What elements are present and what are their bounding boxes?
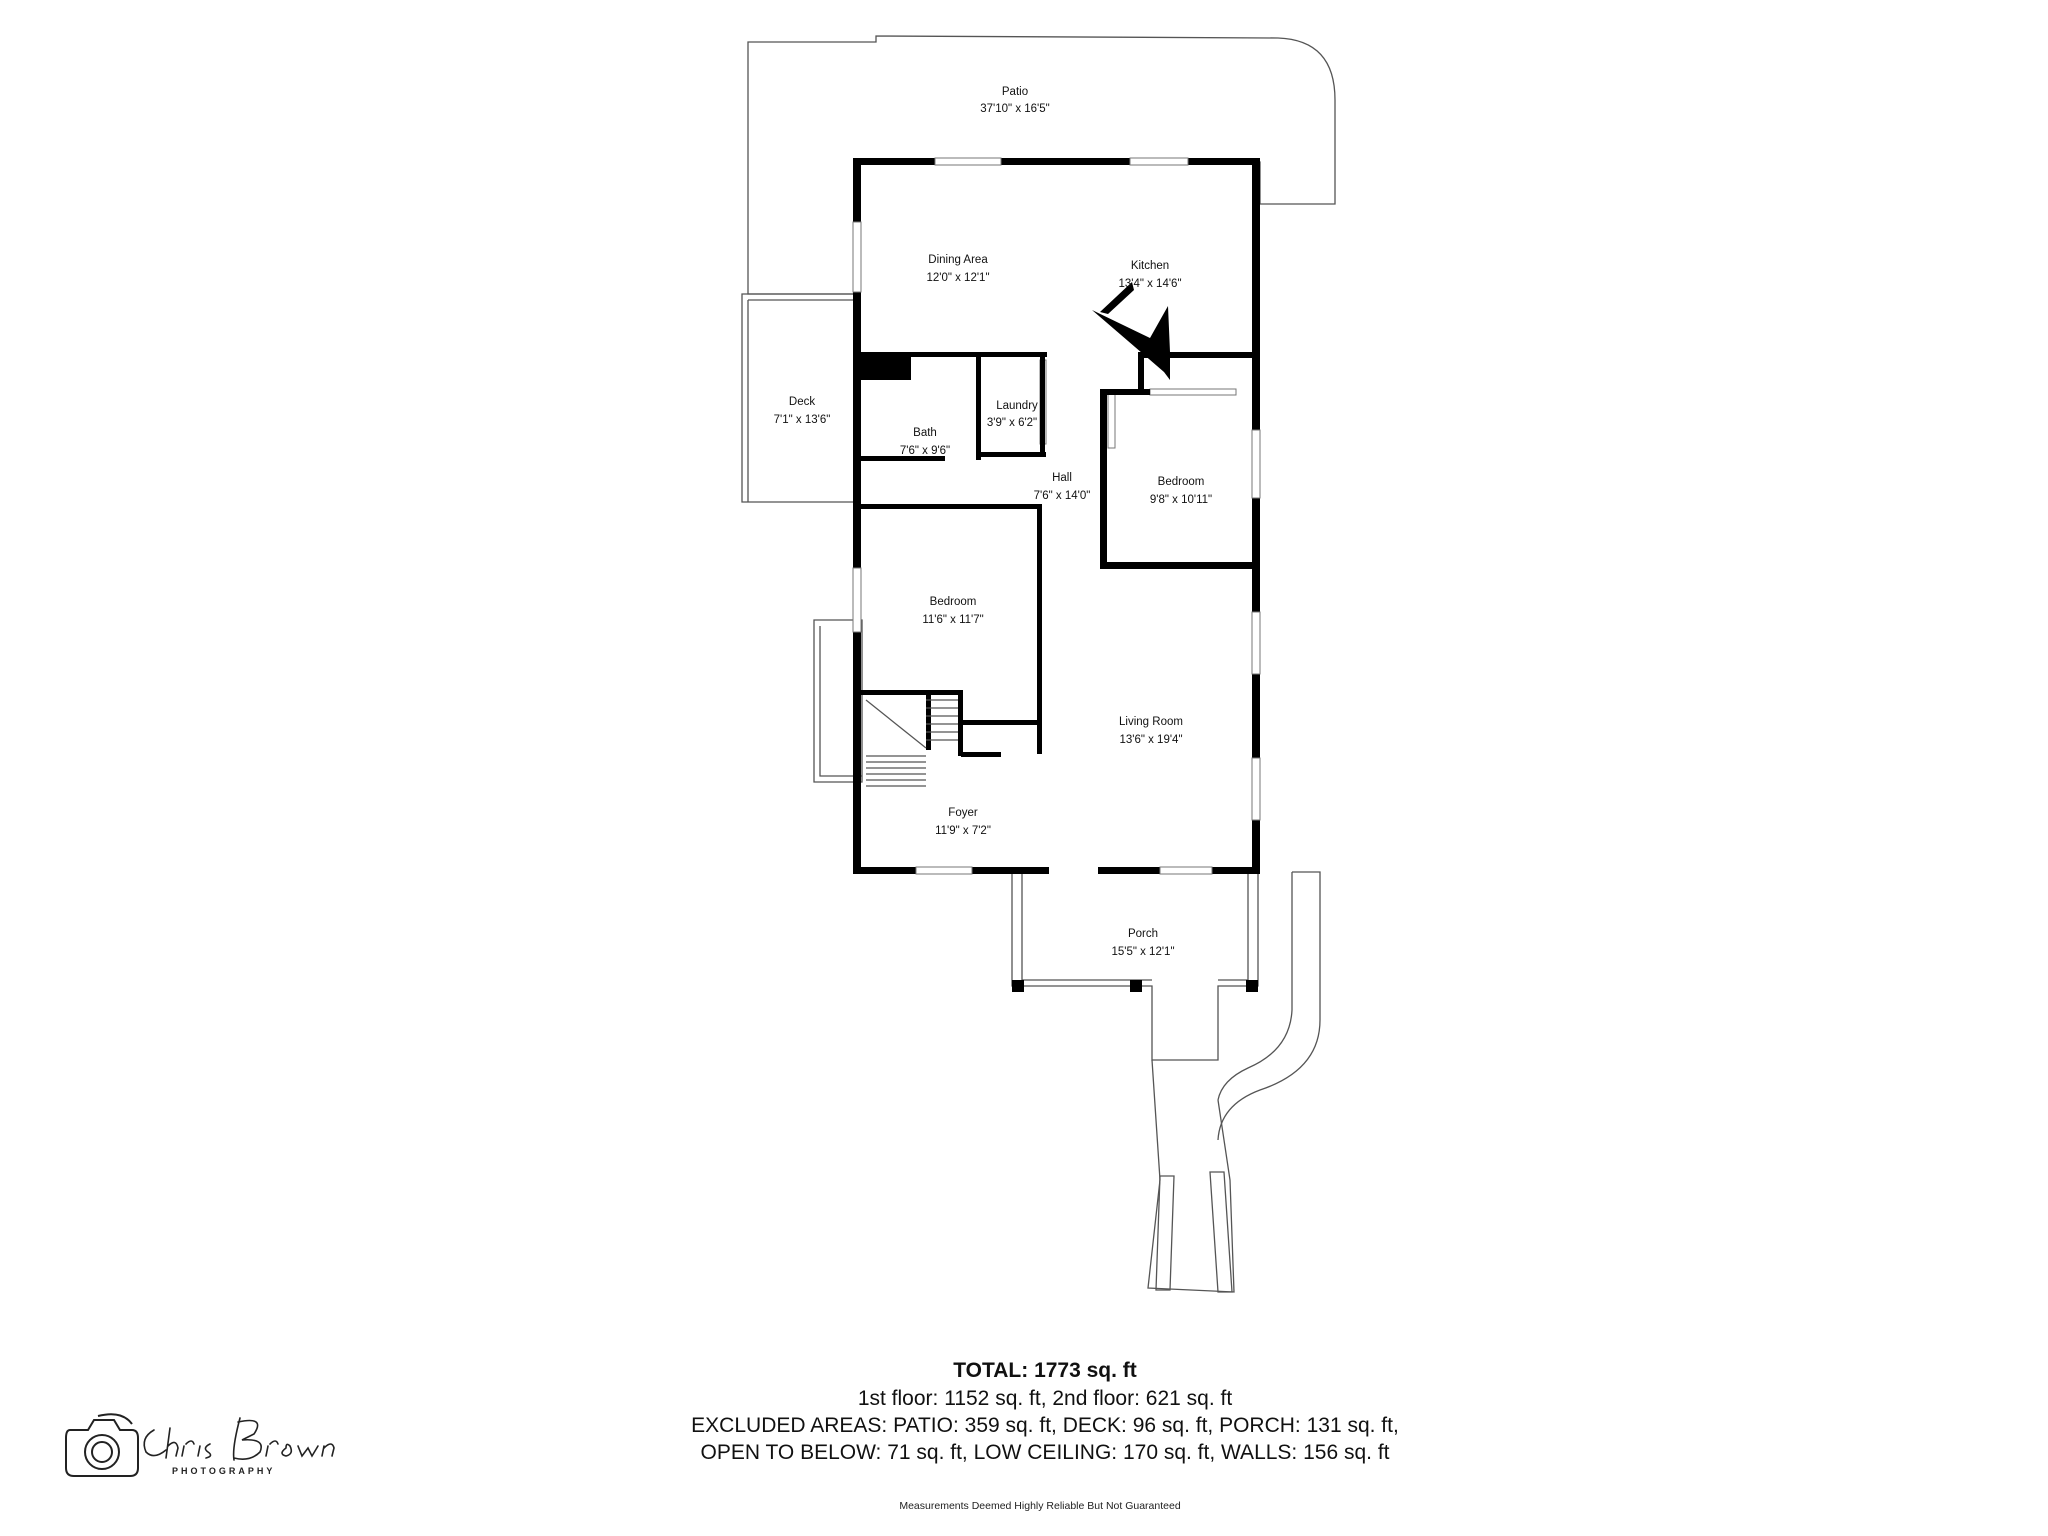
windows bbox=[852, 157, 1261, 875]
interior-walls bbox=[861, 282, 1260, 992]
label-bedroom1-name: Bedroom bbox=[1158, 476, 1205, 488]
walkway-steps bbox=[1155, 1171, 1233, 1293]
label-foyer-name: Foyer bbox=[948, 807, 978, 819]
label-dining-dims: 12'0" x 12'1" bbox=[926, 272, 989, 284]
excluded-areas-line-1: EXCLUDED AREAS: PATIO: 359 sq. ft, DECK:… bbox=[691, 1414, 1399, 1437]
label-hall-name: Hall bbox=[1052, 472, 1072, 484]
svg-text:PHOTOGRAPHY: PHOTOGRAPHY bbox=[172, 1466, 275, 1476]
label-deck-dims: 7'1" x 13'6" bbox=[774, 414, 831, 426]
exterior-walls bbox=[853, 158, 1260, 874]
measurement-disclaimer: Measurements Deemed Highly Reliable But … bbox=[899, 1500, 1181, 1512]
label-hall-dims: 7'6" x 14'0" bbox=[1034, 490, 1091, 502]
label-living-dims: 13'6" x 19'4" bbox=[1119, 734, 1182, 746]
camera-icon bbox=[65, 1413, 139, 1477]
label-kitchen-name: Kitchen bbox=[1131, 260, 1169, 272]
label-porch-name: Porch bbox=[1128, 928, 1158, 940]
label-porch-dims: 15'5" x 12'1" bbox=[1111, 946, 1174, 958]
total-area: TOTAL: 1773 sq. ft bbox=[953, 1359, 1137, 1382]
label-deck-name: Deck bbox=[789, 396, 815, 408]
area-summary: TOTAL: 1773 sq. ft 1st floor: 1152 sq. f… bbox=[560, 1357, 1530, 1466]
porch-outline bbox=[1011, 870, 1321, 1293]
label-laundry-name: Laundry bbox=[996, 400, 1038, 412]
excluded-areas-line-2: OPEN TO BELOW: 71 sq. ft, LOW CEILING: 1… bbox=[700, 1441, 1390, 1464]
label-bedroom2-name: Bedroom bbox=[930, 596, 977, 608]
staircase bbox=[865, 699, 958, 787]
label-bedroom1-dims: 9'8" x 10'11" bbox=[1150, 494, 1212, 506]
label-laundry-dims: 3'9" x 6'2" bbox=[987, 417, 1037, 429]
room-labels: Patio 37'10" x 16'5" Dining Area 12'0" x… bbox=[774, 86, 1212, 958]
label-bath-name: Bath bbox=[913, 427, 937, 439]
logo-script-signature bbox=[143, 1417, 335, 1461]
side-stoop-outline bbox=[813, 619, 863, 783]
label-kitchen-dims: 13'4" x 14'6" bbox=[1118, 278, 1181, 290]
label-patio-dims: 37'10" x 16'5" bbox=[980, 103, 1049, 115]
label-dining-name: Dining Area bbox=[928, 254, 988, 266]
logo-photography-text: PHOTOGRAPHY bbox=[172, 1466, 275, 1476]
label-patio-name: Patio bbox=[1002, 86, 1028, 98]
label-bedroom2-dims: 11'6" x 11'7" bbox=[922, 614, 983, 626]
label-bath-dims: 7'6" x 9'6" bbox=[900, 445, 950, 457]
floor-areas: 1st floor: 1152 sq. ft, 2nd floor: 621 s… bbox=[857, 1387, 1233, 1410]
chris-brown-photography-logo: PHOTOGRAPHY bbox=[65, 1413, 335, 1477]
label-living-name: Living Room bbox=[1119, 716, 1183, 728]
label-foyer-dims: 11'9" x 7'2" bbox=[935, 825, 991, 837]
